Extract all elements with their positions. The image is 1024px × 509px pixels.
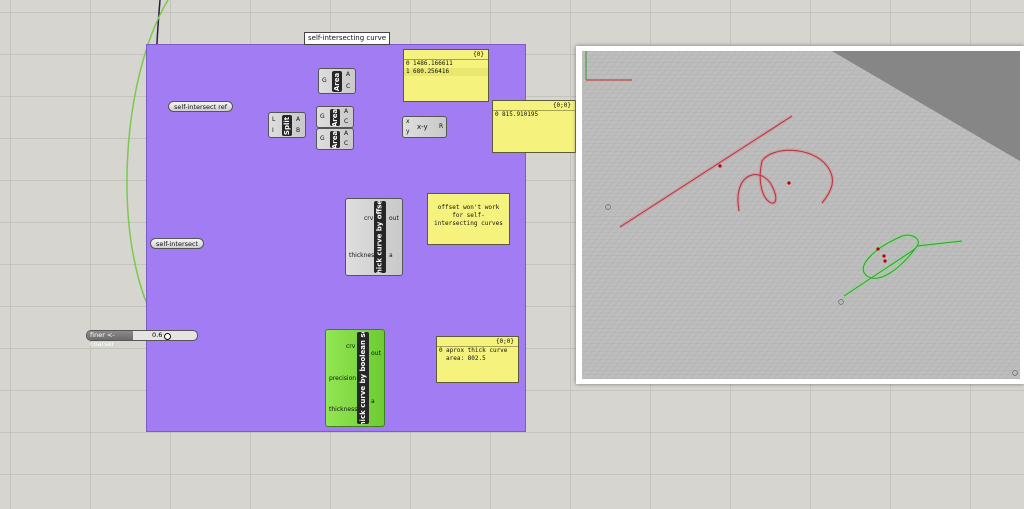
area3-output-c[interactable]: C xyxy=(344,140,349,147)
area3-input-g[interactable]: G xyxy=(320,135,325,142)
panel-areas-header: {0} xyxy=(404,50,488,60)
light-icon-3 xyxy=(1012,370,1018,376)
param-self-intersect[interactable]: self-intersect xyxy=(150,238,205,249)
area2-output-c[interactable]: C xyxy=(344,118,349,125)
area3-output-a[interactable]: A xyxy=(344,130,349,137)
area1-output-c[interactable]: C xyxy=(346,83,351,90)
slider-label: finer <- coarser xyxy=(87,331,133,348)
param-self-intersect-ref[interactable]: self-intersect ref xyxy=(168,101,234,112)
offset-input-crv[interactable]: crv xyxy=(364,215,374,222)
area-component-1[interactable]: G Area A C xyxy=(318,68,356,94)
split-component[interactable]: L I Split A B xyxy=(268,112,306,138)
boolean-input-crv[interactable]: crv xyxy=(346,343,356,350)
panel-difference-header: {0;0} xyxy=(493,101,575,111)
ground-grid xyxy=(582,51,1020,379)
area1-core: Area xyxy=(332,71,342,92)
area1-output-a[interactable]: A xyxy=(346,71,351,78)
subtract-input-y[interactable]: y xyxy=(406,128,410,135)
subtract-input-x[interactable]: x xyxy=(406,118,410,125)
split-input-l[interactable]: L xyxy=(272,116,276,123)
world-background xyxy=(832,51,1020,161)
subtraction-component[interactable]: x y x-y R xyxy=(402,116,447,138)
boolean-output-out[interactable]: out xyxy=(371,350,381,357)
slider-grip-icon[interactable] xyxy=(164,333,171,340)
boolean-core: thick curve by boolean sel xyxy=(357,332,369,424)
split-output-a[interactable]: A xyxy=(296,116,301,123)
rhino-viewport[interactable] xyxy=(576,46,1024,384)
thick-curve-by-offset-component[interactable]: crv thickness thick curve by offset out … xyxy=(345,198,403,276)
area-component-3[interactable]: G Area A C xyxy=(316,128,354,150)
offset-core: thick curve by offset xyxy=(374,201,386,273)
thick-curve-by-boolean-component[interactable]: crv precision thickness thick curve by b… xyxy=(325,329,385,427)
area3-core: Area xyxy=(330,131,340,148)
area2-output-a[interactable]: A xyxy=(344,108,349,115)
boolean-input-thickness[interactable]: thickness xyxy=(329,406,358,413)
panel-note-offset[interactable]: offset won't work for self-intersecting … xyxy=(427,193,510,245)
subtract-label: x-y xyxy=(417,123,428,131)
area2-input-g[interactable]: G xyxy=(320,113,325,120)
boolean-input-precision[interactable]: precision xyxy=(329,375,357,382)
light-icon-1 xyxy=(605,204,611,210)
offset-output-a[interactable]: a xyxy=(389,252,393,259)
panel-approx-header: {0;0} xyxy=(437,337,518,347)
group-label: self-intersecting curve xyxy=(304,32,391,45)
split-input-i[interactable]: I xyxy=(272,127,274,134)
area1-input-g[interactable]: G xyxy=(322,77,327,84)
area-component-2[interactable]: G Area A C xyxy=(316,106,354,128)
subtract-output-r[interactable]: R xyxy=(439,123,444,130)
number-slider[interactable]: finer <- coarser 0.6 xyxy=(86,330,198,348)
offset-output-out[interactable]: out xyxy=(389,215,399,222)
light-icon-2 xyxy=(838,299,844,305)
split-core: Split xyxy=(282,115,292,136)
area2-core: Area xyxy=(330,109,340,126)
offset-input-thickness[interactable]: thickness xyxy=(349,252,378,259)
slider-value: 0.6 xyxy=(152,331,163,339)
boolean-output-a[interactable]: a xyxy=(371,398,375,405)
viewport-canvas[interactable] xyxy=(582,51,1020,379)
split-output-b[interactable]: B xyxy=(296,127,301,134)
world-axes xyxy=(585,51,632,81)
viewport-scene xyxy=(582,51,1020,379)
